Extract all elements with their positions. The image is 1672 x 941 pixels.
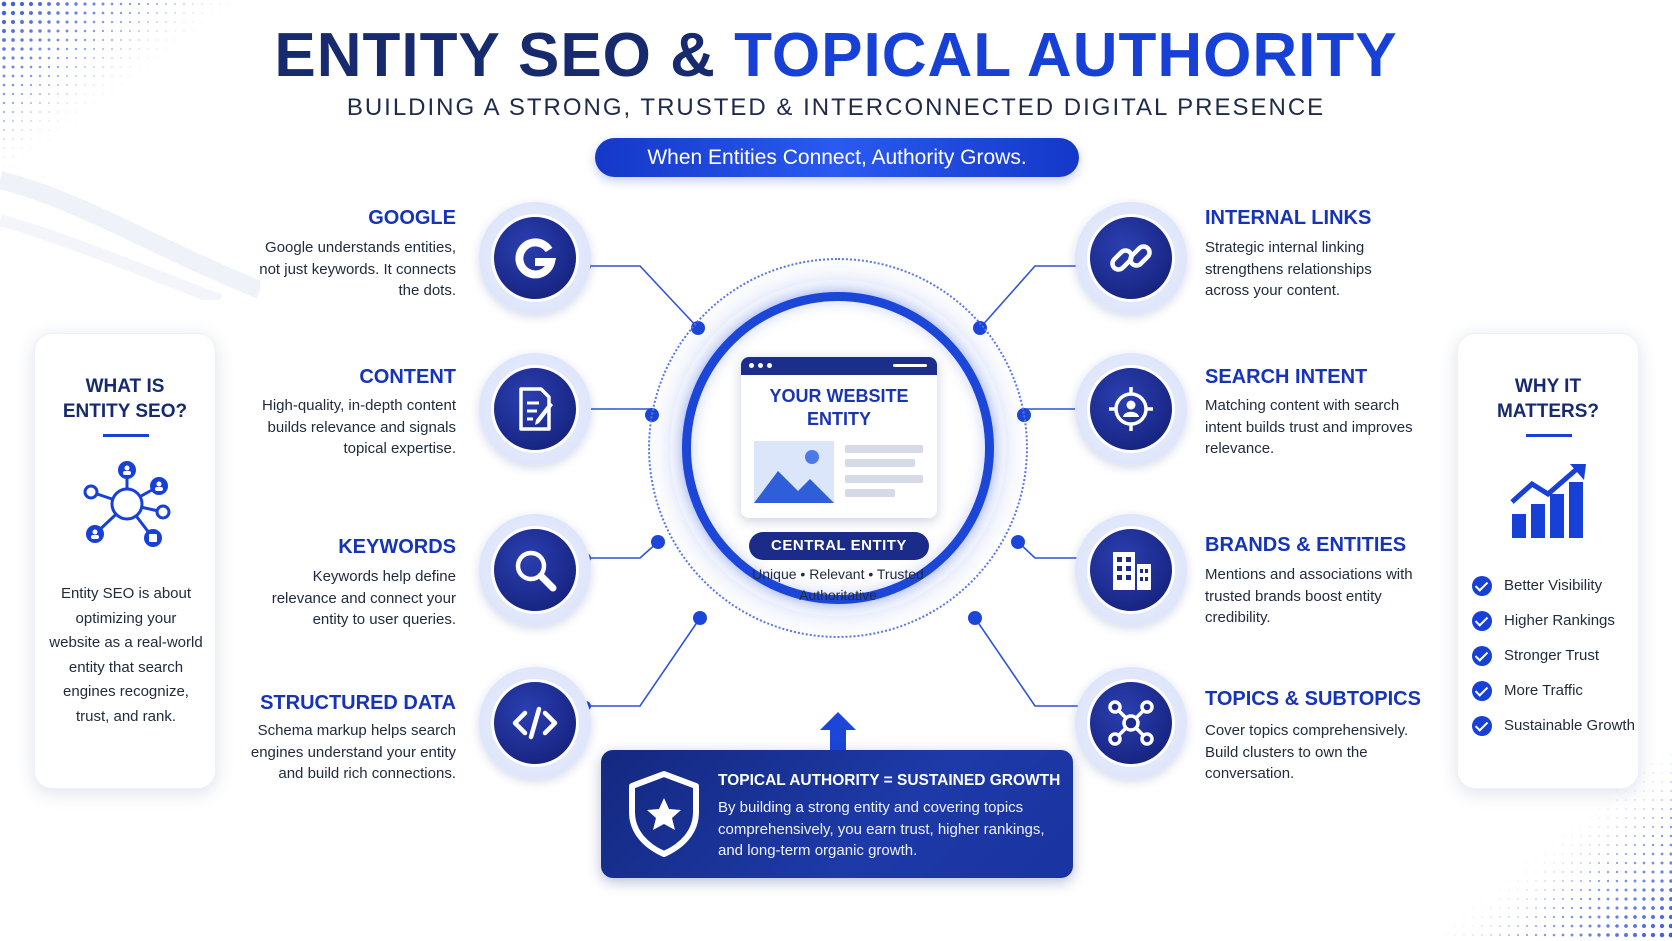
tagline-banner: When Entities Connect, Authority Grows. [595, 138, 1079, 177]
search-intent-node [1075, 353, 1187, 465]
google-node [479, 202, 591, 314]
central-entity-qualities-line1: Unique • Relevant • Trusted [752, 566, 924, 582]
decorative-swoosh [0, 171, 260, 300]
keywords-title: KEYWORDS [338, 536, 456, 558]
search-icon [515, 550, 557, 592]
check-icon [1472, 576, 1492, 596]
buildings-icon [1113, 552, 1151, 590]
brands-entities-text: Mentions and associations with trusted b… [1205, 566, 1413, 626]
keywords-text: Keywords help define relevance and conne… [271, 568, 456, 628]
topical-authority-text: By building a strong entity and covering… [718, 799, 1045, 859]
structured-data-node [479, 667, 591, 779]
why-title-line2: MATTERS? [1496, 401, 1600, 422]
title-part-1: ENTITY SEO & [274, 21, 716, 90]
content-title: CONTENT [359, 366, 456, 388]
check-icon [1472, 681, 1492, 701]
internal-links-title: INTERNAL LINKS [1205, 207, 1372, 229]
hub-icon [1108, 700, 1154, 746]
target-user-icon [1109, 387, 1153, 431]
check-icon [1472, 611, 1492, 631]
website-entity-title-line2: ENTITY [806, 409, 871, 429]
center-dotted-ring [648, 258, 1028, 638]
benefit-item: Stronger Trust [1472, 644, 1637, 668]
content-text: High-quality, in-depth content builds re… [261, 397, 456, 457]
search-intent-title: SEARCH INTENT [1205, 366, 1368, 388]
why-it-matters-card: WHY IT MATTERS? Better Visibility Higher… [1457, 333, 1639, 789]
keywords-node [479, 514, 591, 626]
topical-authority-banner [601, 750, 1073, 878]
title-rule [1526, 434, 1572, 437]
structured-data-title: STRUCTURED DATA [260, 692, 456, 714]
what-is-title-line2: ENTITY SEO? [62, 401, 188, 422]
code-icon [512, 706, 558, 740]
what-is-description: Entity SEO is about optimizing your webs… [49, 585, 203, 725]
google-text: Google understands entities, not just ke… [259, 239, 456, 299]
google-icon [515, 238, 557, 279]
brands-entities-node [1075, 514, 1187, 626]
benefit-label: Higher Rankings [1504, 612, 1615, 629]
title-part-2: TOPICAL AUTHORITY [734, 21, 1398, 90]
document-edit-icon [519, 387, 553, 431]
internal-links-node [1075, 202, 1187, 314]
page-title: ENTITY SEO & TOPICAL AUTHORITY [0, 24, 1672, 88]
website-entity-title: YOUR WEBSITE ENTITY [741, 385, 937, 431]
topics-subtopics-text: Cover topics comprehensively. Build clus… [1205, 722, 1409, 782]
why-title: WHY IT MATTERS? [1458, 374, 1638, 424]
check-icon [1472, 646, 1492, 666]
topics-subtopics-node [1075, 667, 1187, 779]
benefit-item: More Traffic [1472, 679, 1637, 703]
what-is-entity-seo-card: WHAT IS ENTITY SEO? Entity SEO is about … [34, 333, 216, 789]
internal-links-text: Strategic internal linking strengthens r… [1205, 239, 1372, 299]
entity-network-icon [83, 461, 171, 547]
content-node [479, 353, 591, 465]
browser-title-bar [741, 357, 937, 375]
structured-data-text: Schema markup helps search engines under… [250, 722, 456, 782]
benefits-list: Better Visibility Higher Rankings Strong… [1472, 574, 1637, 749]
benefit-label: More Traffic [1504, 682, 1583, 699]
page-subtitle: BUILDING A STRONG, TRUSTED & INTERCONNEC… [346, 94, 1326, 121]
benefit-label: Sustainable Growth [1504, 717, 1635, 734]
growth-chart-icon [1510, 464, 1586, 538]
topical-authority-title: TOPICAL AUTHORITY = SUSTAINED GROWTH [718, 772, 1061, 789]
title-rule [103, 434, 149, 437]
central-entity-qualities-line2: Authoritative [799, 587, 877, 603]
shield-star-icon [629, 771, 699, 857]
google-title: GOOGLE [368, 207, 456, 229]
decorative-dots-bottom-right [1445, 754, 1672, 938]
check-icon [1472, 716, 1492, 736]
brands-entities-title: BRANDS & ENTITIES [1205, 534, 1407, 556]
website-browser-window: YOUR WEBSITE ENTITY [741, 357, 937, 518]
what-is-title: WHAT IS ENTITY SEO? [35, 374, 215, 424]
link-icon [1110, 244, 1152, 272]
what-is-title-line1: WHAT IS [85, 376, 165, 397]
benefit-label: Stronger Trust [1504, 647, 1600, 664]
text-placeholder-lines [845, 445, 923, 497]
benefit-label: Better Visibility [1504, 577, 1603, 594]
central-entity-qualities: Unique • Relevant • Trusted Authoritativ… [738, 564, 938, 606]
decorative-dots-top-left [1, 1, 230, 167]
benefit-item: Better Visibility [1472, 574, 1637, 598]
image-placeholder-icon [754, 441, 834, 503]
topics-subtopics-title: TOPICS & SUBTOPICS [1205, 688, 1421, 710]
benefit-item: Sustainable Growth [1472, 714, 1637, 738]
search-intent-text: Matching content with search intent buil… [1205, 397, 1413, 457]
central-entity-pill: CENTRAL ENTITY [749, 532, 929, 560]
up-arrow-icon [820, 712, 856, 752]
why-title-line1: WHY IT [1514, 376, 1582, 397]
website-entity-title-line1: YOUR WEBSITE [769, 386, 909, 406]
benefit-item: Higher Rankings [1472, 609, 1637, 633]
